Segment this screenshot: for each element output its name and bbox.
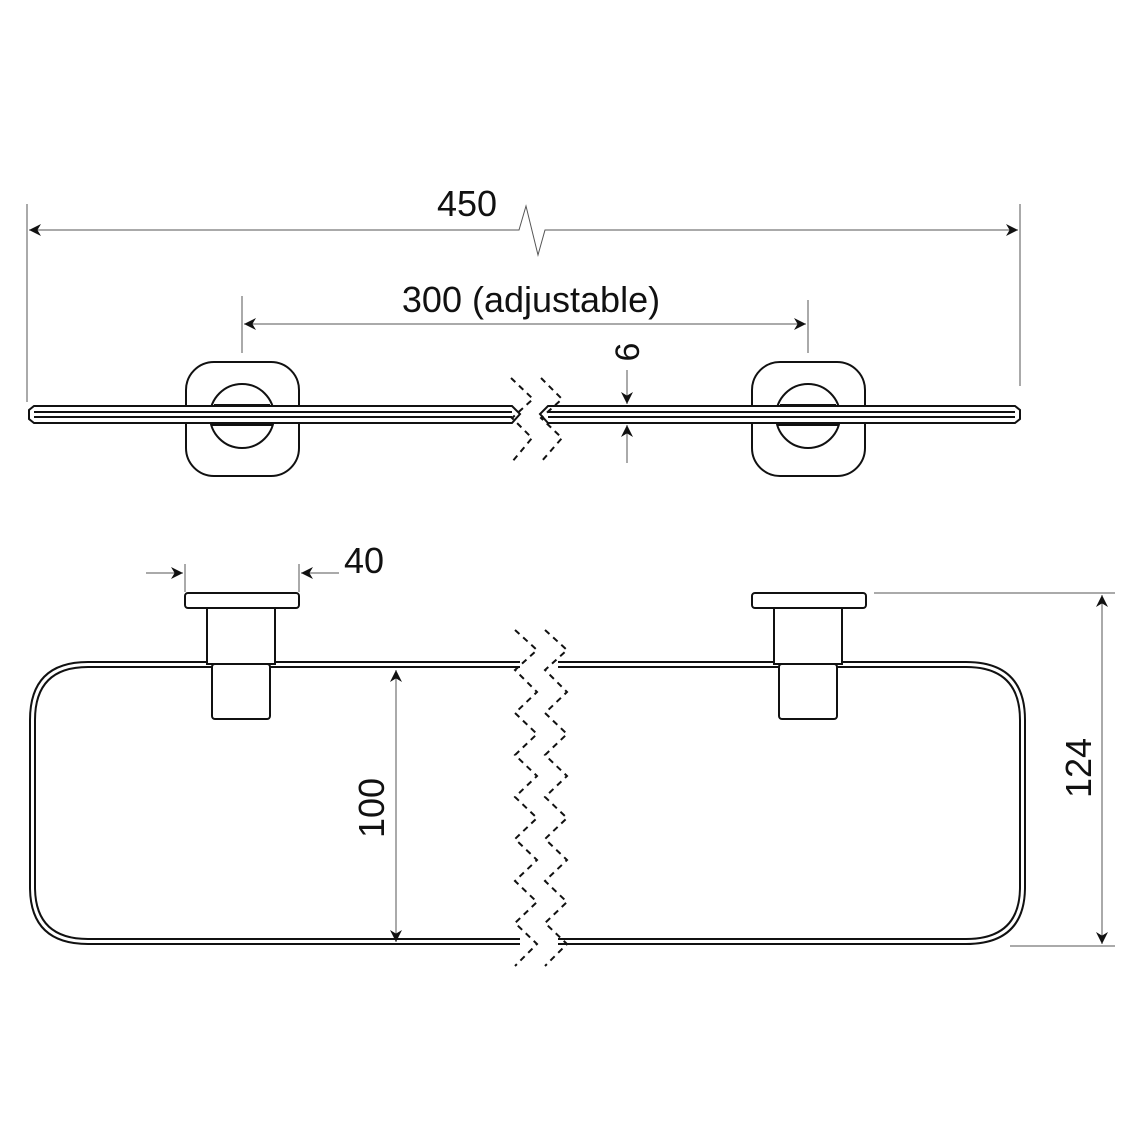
dimension-glass-thickness: 6	[609, 343, 647, 463]
bracket-spacing-label: 300 (adjustable)	[402, 279, 660, 320]
glass-edge-right	[538, 405, 1021, 424]
dimension-overall-depth: 124	[874, 592, 1115, 947]
shelf-outline-right	[558, 661, 1026, 945]
bracket-width-label: 40	[344, 540, 384, 581]
dashed-zigzag-break-front	[513, 629, 569, 967]
shelf-depth-label: 100	[351, 778, 392, 838]
dimension-bracket-spacing: 300 (adjustable)	[241, 279, 809, 353]
glass-thickness-label: 6	[609, 343, 647, 362]
shelf-outline-left	[29, 661, 520, 945]
dimension-bracket-width: 40	[146, 540, 384, 592]
zigzag-break-top	[510, 377, 564, 463]
overall-length-label: 450	[437, 183, 497, 224]
top-view: 450 300 (adjustable)	[26, 183, 1021, 477]
dimension-overall-length: 450	[26, 183, 1021, 402]
right-bracket-front	[751, 592, 867, 720]
glass-edge-left	[28, 405, 522, 424]
overall-depth-label: 124	[1058, 738, 1099, 798]
front-view: 40 100	[29, 540, 1115, 967]
left-bracket-front	[184, 592, 300, 720]
dimension-shelf-depth: 100	[351, 670, 402, 942]
